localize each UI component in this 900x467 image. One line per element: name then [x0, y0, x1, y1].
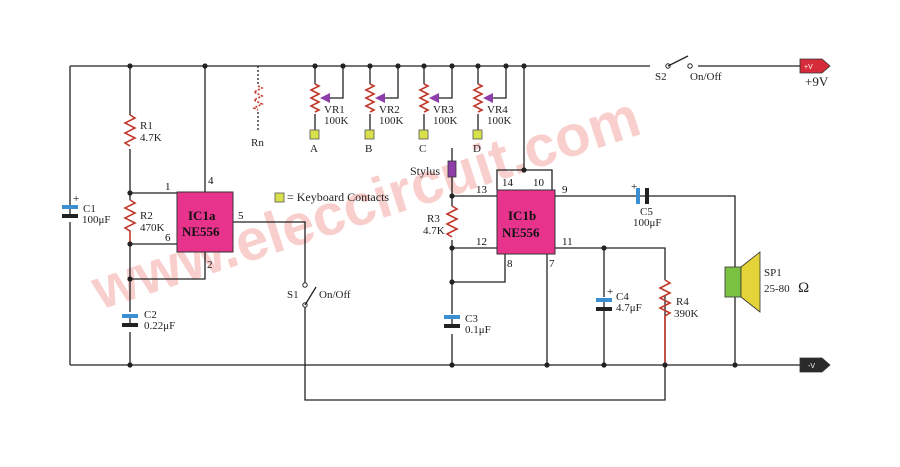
rn-ref: Rn	[251, 137, 264, 149]
supply-voltage-label: +9V	[805, 74, 829, 89]
ic1a-pin-4: 4	[208, 175, 214, 187]
s1-label: On/Off	[319, 289, 351, 301]
ic1a-pin-1: 1	[165, 181, 171, 193]
vr1-potentiometer	[309, 66, 344, 140]
c3-value: 0.1μF	[465, 324, 491, 336]
ic1b-chip: IC1b NE556	[496, 189, 556, 255]
c5-value: 100μF	[633, 217, 662, 229]
ic1b-pin-9: 9	[562, 184, 568, 196]
c1-polarity: +	[73, 193, 79, 205]
ic1a-chip: IC1a NE556	[176, 191, 234, 253]
key-b-label: B	[365, 143, 372, 155]
key-d-label: D	[473, 143, 481, 155]
ic1a-pin-5: 5	[238, 210, 244, 222]
c5-polarity: +	[631, 181, 637, 193]
r4-value: 390K	[674, 308, 699, 320]
key-c-label: C	[419, 143, 426, 155]
sp1-value: 25-80	[764, 283, 790, 295]
vr3-value: 100K	[433, 115, 458, 127]
r4-resistor	[658, 279, 672, 365]
ic1a-pin-2: 2	[207, 259, 213, 271]
r2-ref: R2	[140, 210, 153, 222]
ic1b-pin-14: 14	[502, 177, 514, 189]
ic1b-pin-11: 11	[562, 236, 573, 248]
ic1b-pin-8: 8	[507, 258, 513, 270]
r3-resistor	[445, 205, 459, 238]
ic1b-vcc-wire	[496, 66, 553, 190]
c2-capacitor	[122, 314, 138, 327]
vr4-ref: VR4	[487, 104, 508, 116]
speaker-icon	[724, 251, 761, 313]
svg-text:NE556: NE556	[182, 224, 220, 239]
ic1b-pin-7: 7	[549, 258, 555, 270]
svg-text:IC1a: IC1a	[188, 208, 216, 223]
stylus-label: Stylus	[410, 164, 440, 178]
s2-switch	[650, 55, 698, 70]
ic1b-pin-13: 13	[476, 184, 488, 196]
c4-polarity: +	[607, 286, 613, 298]
s2-label: On/Off	[690, 71, 722, 83]
r2-value: 470K	[140, 222, 165, 234]
c1-ref: C1	[83, 203, 96, 215]
c2-ref: C2	[144, 309, 157, 321]
vr1-ref: VR1	[324, 104, 345, 116]
svg-text:IC1b: IC1b	[508, 208, 536, 223]
c4-value: 4.7μF	[616, 302, 642, 314]
vr3-potentiometer	[418, 66, 453, 140]
positive-terminal: +V	[799, 58, 831, 74]
vr4-value: 100K	[487, 115, 512, 127]
junction-dots	[127, 63, 738, 368]
r2-resistor	[123, 199, 137, 244]
vr3-ref: VR3	[433, 104, 454, 116]
key-a-label: A	[310, 143, 318, 155]
sp1-ref: SP1	[764, 267, 782, 279]
ic1b-pin-12: 12	[476, 236, 487, 248]
keyboard-contacts-legend: = Keyboard Contacts	[287, 190, 389, 204]
c3-ref: C3	[465, 313, 478, 325]
r3-value: 4.7K	[423, 225, 445, 237]
c5-capacitor	[636, 188, 649, 204]
keyboard-contact-icon	[274, 192, 285, 203]
r1-value: 4.7K	[140, 132, 162, 144]
ic1b-pin-10: 10	[533, 177, 545, 189]
svg-text:NE556: NE556	[502, 225, 540, 240]
c2-value: 0.22μF	[144, 320, 175, 332]
c5-ref: C5	[640, 206, 653, 218]
ic1a-pin2-wire	[130, 252, 206, 280]
sp1-unit: Ω	[798, 280, 809, 296]
vr4-potentiometer	[472, 66, 507, 140]
r1-ref: R1	[140, 120, 153, 132]
s2-ref: S2	[655, 71, 667, 83]
svg-text:-V: -V	[808, 363, 815, 370]
ic1b-pin8-wire	[452, 254, 506, 283]
c3-capacitor	[444, 315, 460, 328]
rn-resistor	[252, 85, 264, 111]
negative-terminal: -V	[799, 357, 831, 373]
vr1-value: 100K	[324, 115, 349, 127]
c1-value: 100μF	[82, 214, 111, 226]
ic1a-pin-6: 6	[165, 232, 171, 244]
s1-switch	[302, 282, 317, 308]
vr2-value: 100K	[379, 115, 404, 127]
vr2-ref: VR2	[379, 104, 400, 116]
r3-ref: R3	[427, 213, 440, 225]
svg-text:+V: +V	[804, 64, 813, 71]
c1-capacitor	[62, 205, 78, 218]
s1-ref: S1	[287, 289, 299, 301]
c4-ref: C4	[616, 291, 629, 303]
r4-ref: R4	[676, 296, 689, 308]
c4-capacitor	[596, 298, 612, 311]
vr2-potentiometer	[364, 66, 399, 140]
r1-resistor	[123, 114, 137, 147]
ic1b-pin9-wire	[555, 195, 736, 365]
ic1b-pin11-wire	[555, 247, 666, 280]
